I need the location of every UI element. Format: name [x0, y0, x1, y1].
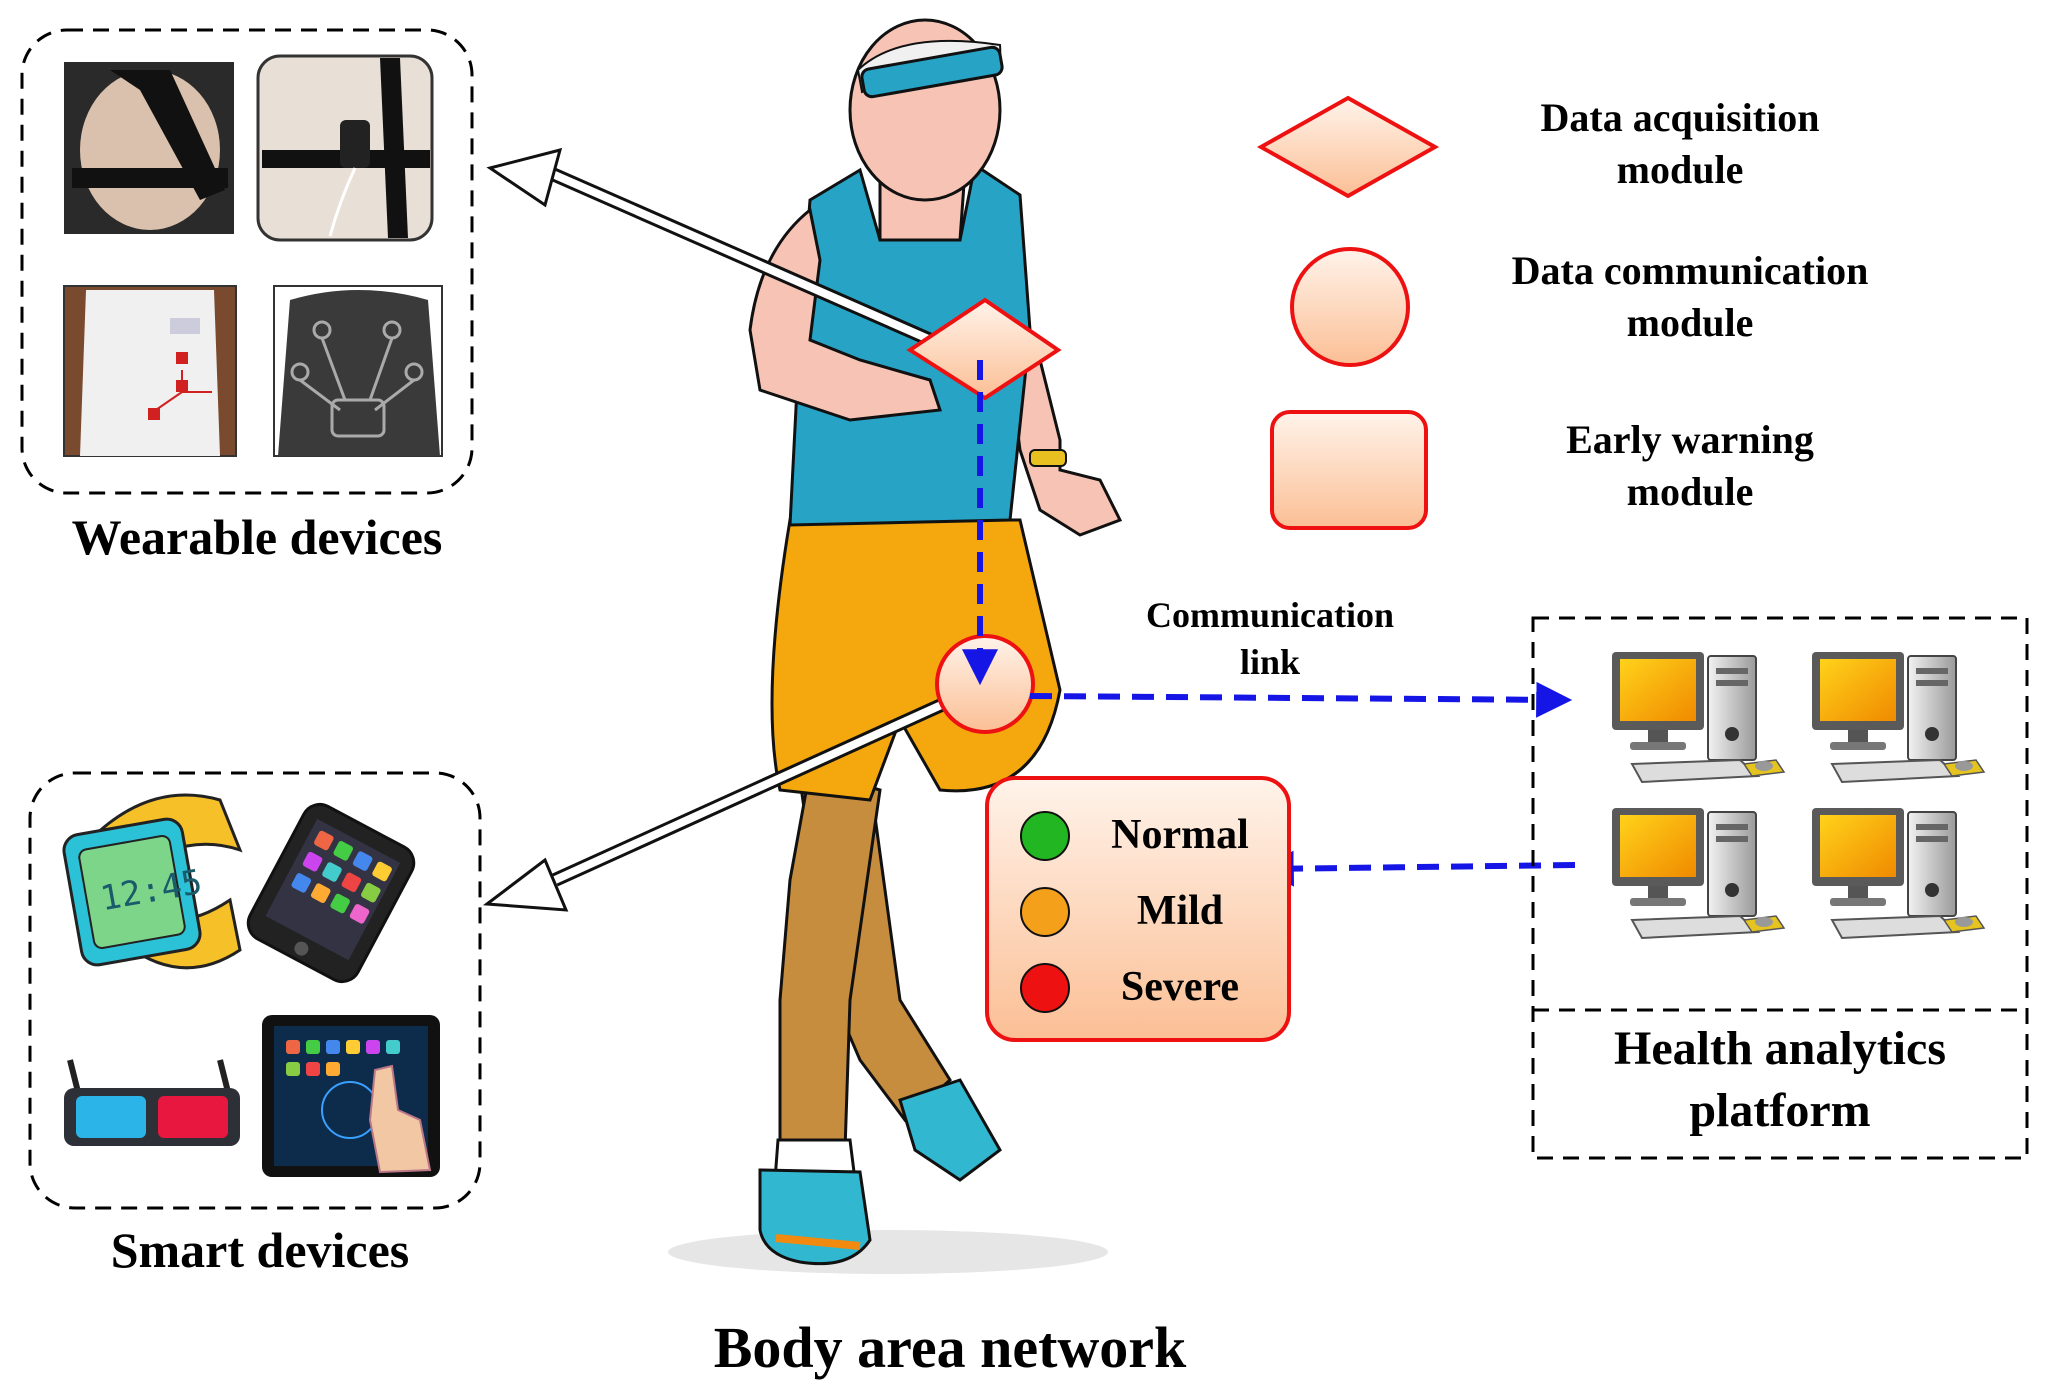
smart-shirt-photo — [273, 285, 443, 457]
communication-module-circle — [935, 634, 1035, 734]
3d-glasses-icon — [64, 1059, 240, 1146]
acquisition-module-diamond — [906, 297, 1062, 401]
status-label-normal: Normal — [1111, 812, 1249, 858]
computer-icon — [1811, 807, 1985, 939]
health-analytics-panel — [1531, 616, 2029, 1160]
status-label-severe: Severe — [1120, 964, 1240, 1010]
communication-link-arrow — [1029, 681, 1573, 718]
wearable-devices-caption: Wearable devices — [71, 509, 443, 565]
wearable-devices-panel — [20, 28, 474, 495]
computer-icon — [1611, 807, 1785, 939]
smart-devices-panel: 12:45 — [28, 771, 482, 1210]
early-warning-box — [985, 776, 1291, 1042]
wearable-connector-arrow — [486, 147, 961, 359]
status-dot-normal — [1020, 811, 1070, 861]
status-dot-severe — [1020, 963, 1070, 1013]
smart-devices-caption: Smart devices — [110, 1222, 410, 1278]
computer-icon — [1811, 651, 1985, 783]
legend-rounded-rect-icon — [1270, 410, 1428, 530]
status-label-mild: Mild — [1136, 888, 1224, 934]
smartwatch-icon: 12:45 — [62, 793, 243, 970]
computer-icon — [1611, 651, 1785, 783]
diagram-title: Body area network — [713, 1315, 1187, 1380]
platform-to-warning-arrow — [1257, 850, 1576, 887]
smartphone-icon — [246, 802, 416, 984]
tablet-icon — [262, 1015, 440, 1177]
chest-strap-photo — [64, 62, 234, 234]
smart-connector-arrow — [482, 685, 973, 912]
sensor-vest-photo — [63, 285, 237, 457]
runner-illustration — [668, 18, 1123, 1274]
sensor-strap-photo — [256, 54, 434, 242]
status-dot-mild — [1020, 887, 1070, 937]
legend-diamond-icon — [1256, 95, 1440, 199]
legend-circle-icon — [1290, 247, 1410, 367]
